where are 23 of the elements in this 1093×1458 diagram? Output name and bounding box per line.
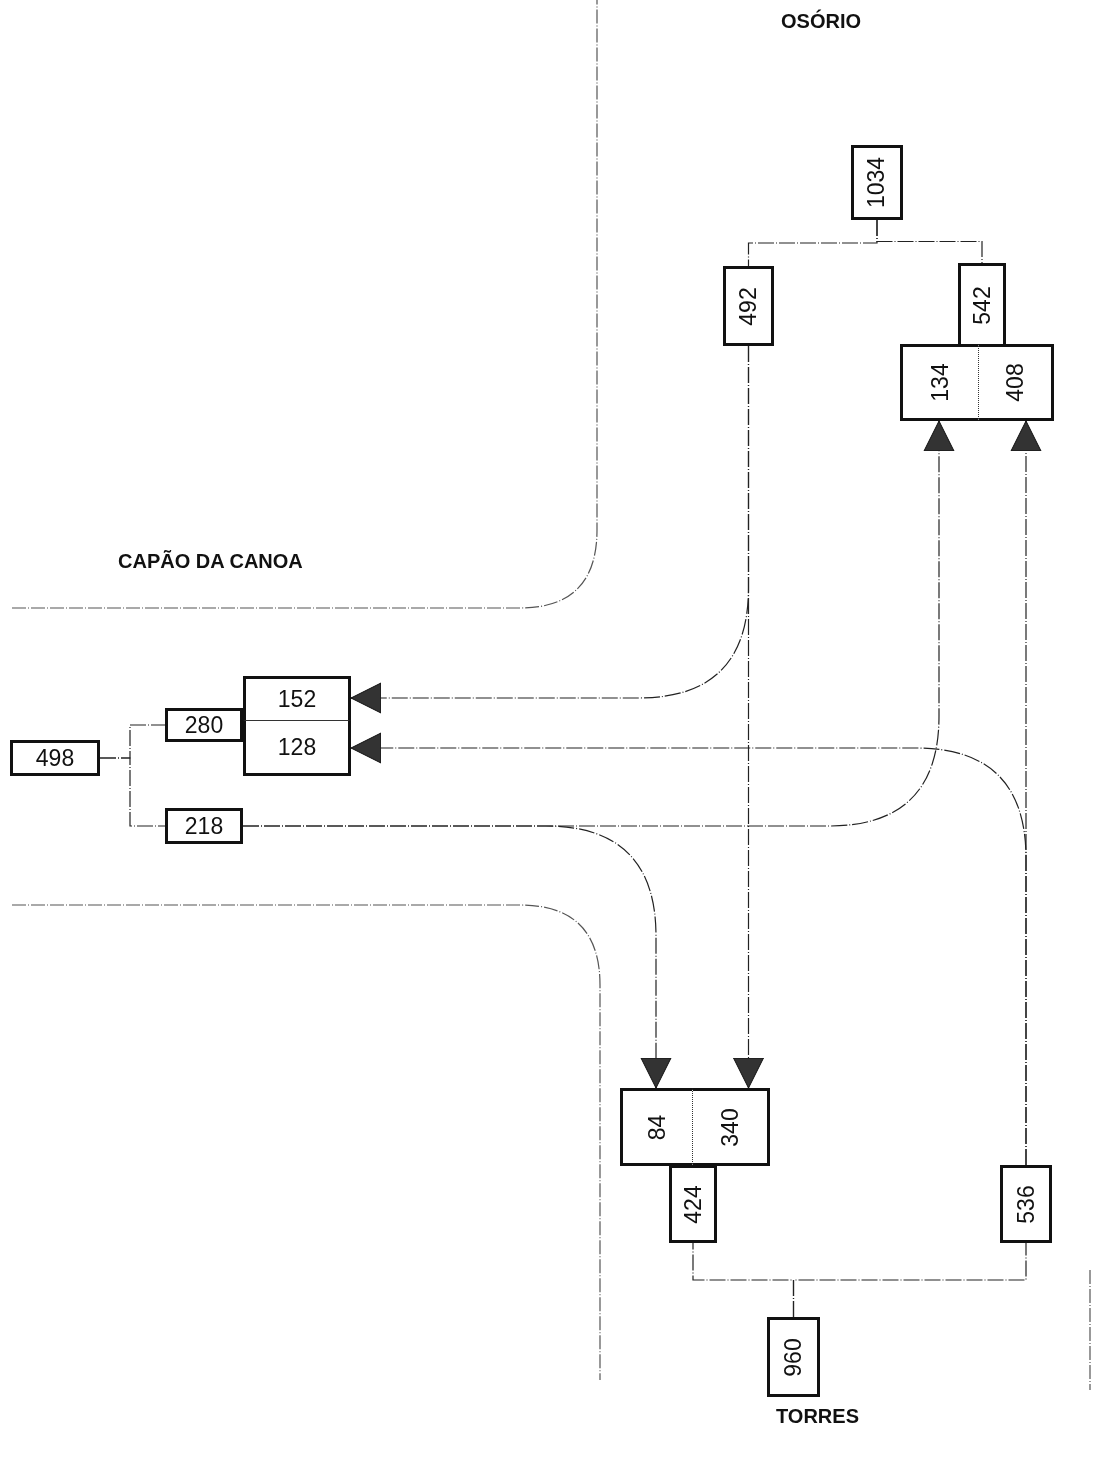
count-box: 218: [165, 808, 243, 844]
count-box: 84: [620, 1088, 692, 1166]
place-name: OSÓRIO: [781, 10, 861, 33]
count-box: 498: [10, 740, 100, 776]
count-box: 960: [767, 1317, 820, 1397]
flow-arrow: [242, 825, 672, 1089]
count-box: 536: [1000, 1165, 1052, 1243]
count-box: 492: [723, 266, 774, 346]
count-box: 542: [958, 263, 1006, 347]
count-box: 152: [243, 676, 351, 720]
count-box: 134: [900, 344, 978, 421]
connector-line: [99, 757, 166, 827]
count-box: 408: [978, 344, 1054, 421]
count-box: 1034: [851, 145, 903, 220]
flow-arrow: [350, 732, 1027, 1166]
count-box: 340: [692, 1088, 770, 1166]
connector-line: [792, 1242, 1027, 1318]
place-name: TORRES: [776, 1405, 859, 1428]
count-box: 424: [669, 1165, 717, 1243]
count-box: 128: [243, 720, 351, 776]
count-box: 280: [165, 708, 243, 742]
flow-arrow: [733, 345, 764, 1089]
place-name: CAPÃO DA CANOA: [118, 550, 303, 573]
